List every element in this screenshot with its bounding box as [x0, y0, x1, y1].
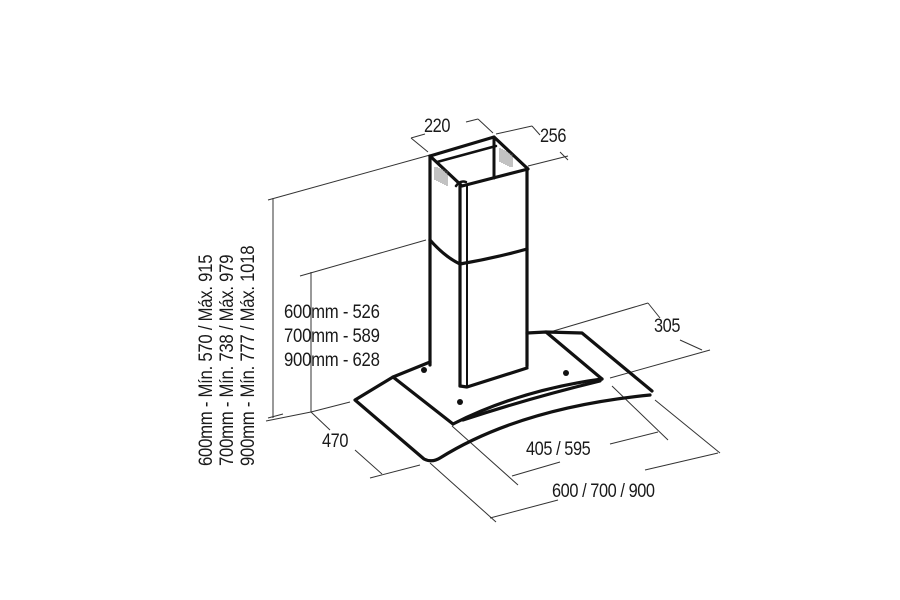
- total-height-row: 600mm - Mín. 570 / Máx. 915: [196, 254, 217, 466]
- total-height-table: 600mm - Mín. 570 / Máx. 915 700mm - Mín.…: [196, 216, 259, 466]
- total-height-row: 700mm - Mín. 738 / Máx. 979: [217, 254, 238, 466]
- hood-height-row: 700mm - 589: [284, 326, 380, 347]
- hood-height-row: 900mm - 628: [284, 350, 380, 371]
- hood-height-row: 600mm - 526: [284, 302, 380, 323]
- overall-width-label: 600 / 700 / 900: [552, 481, 655, 502]
- chimney-width-label: 220: [424, 116, 450, 137]
- dimension-lines: [265, 118, 721, 523]
- glass-width-label: 405 / 595: [526, 439, 591, 460]
- glass-canopy: [353, 330, 654, 463]
- screw-dot-icon: [421, 367, 569, 405]
- base-depth-label: 470: [322, 431, 348, 452]
- vent-grille-icon: [434, 148, 513, 186]
- canopy-depth-label: 305: [654, 316, 680, 337]
- hood-height-table: 600mm - 526 700mm - 589 900mm - 628: [284, 301, 393, 373]
- chimney-depth-label: 256: [540, 126, 566, 147]
- total-height-row: 900mm - Mín. 777 / Máx. 1018: [238, 245, 259, 466]
